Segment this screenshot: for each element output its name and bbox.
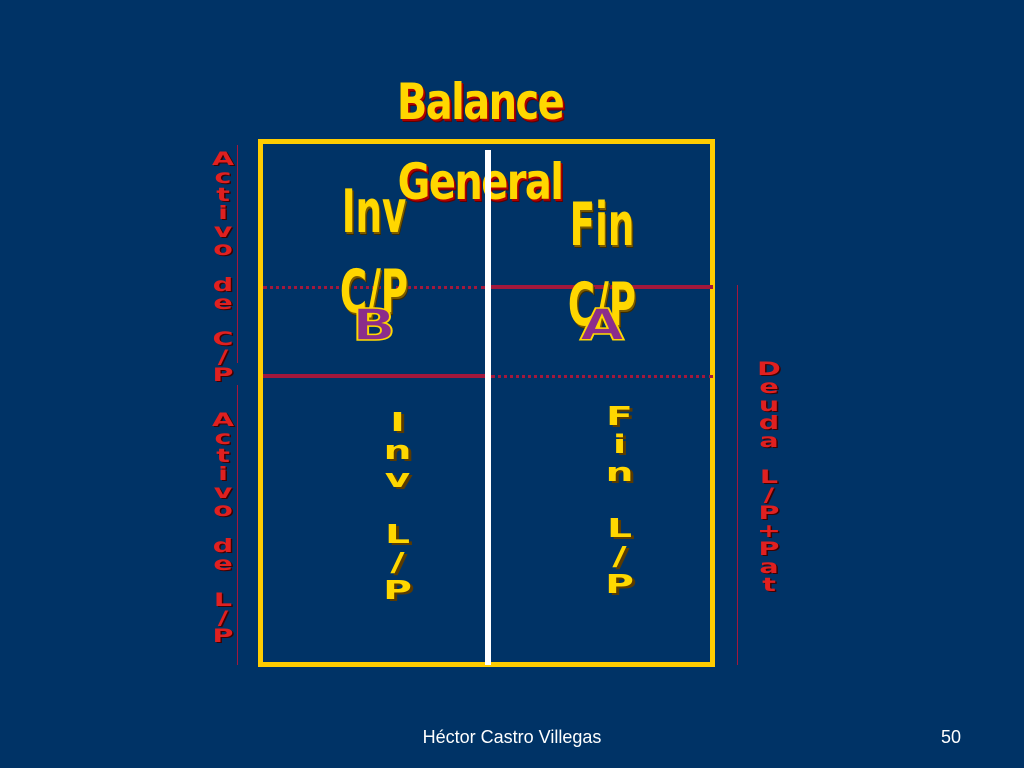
divider-solid-lower-left <box>263 374 485 378</box>
cell-letter-b: B <box>351 299 397 352</box>
divider-dotted-upper-left <box>263 286 485 289</box>
footer-page-number: 50 <box>940 727 962 747</box>
cell-letter-a: A <box>579 299 625 352</box>
side-label-activo-lp: Activo de L/P <box>206 408 240 643</box>
vertical-divider <box>485 150 491 665</box>
divider-solid-upper-right <box>491 285 713 289</box>
footer-author: Héctor Castro Villegas <box>422 727 602 747</box>
side-line-left-top <box>237 145 238 363</box>
slide-title: Balance General <box>396 73 565 211</box>
side-label-activo-cp: Activo de C/P <box>206 148 240 382</box>
side-label-deuda-lp-pat: Deuda L/P+Pat <box>752 358 786 592</box>
cell-title-inv-cp: Inv C/P <box>339 177 409 327</box>
cell-title-fin-cp: Fin C/P <box>567 190 637 340</box>
side-line-left-bottom <box>237 385 238 665</box>
divider-dotted-lower-right <box>491 375 713 378</box>
cell-text-inv-lp: Inv L/P <box>375 408 420 604</box>
cell-text-fin-lp: Fin L/P <box>597 402 642 598</box>
side-line-right <box>737 285 738 665</box>
